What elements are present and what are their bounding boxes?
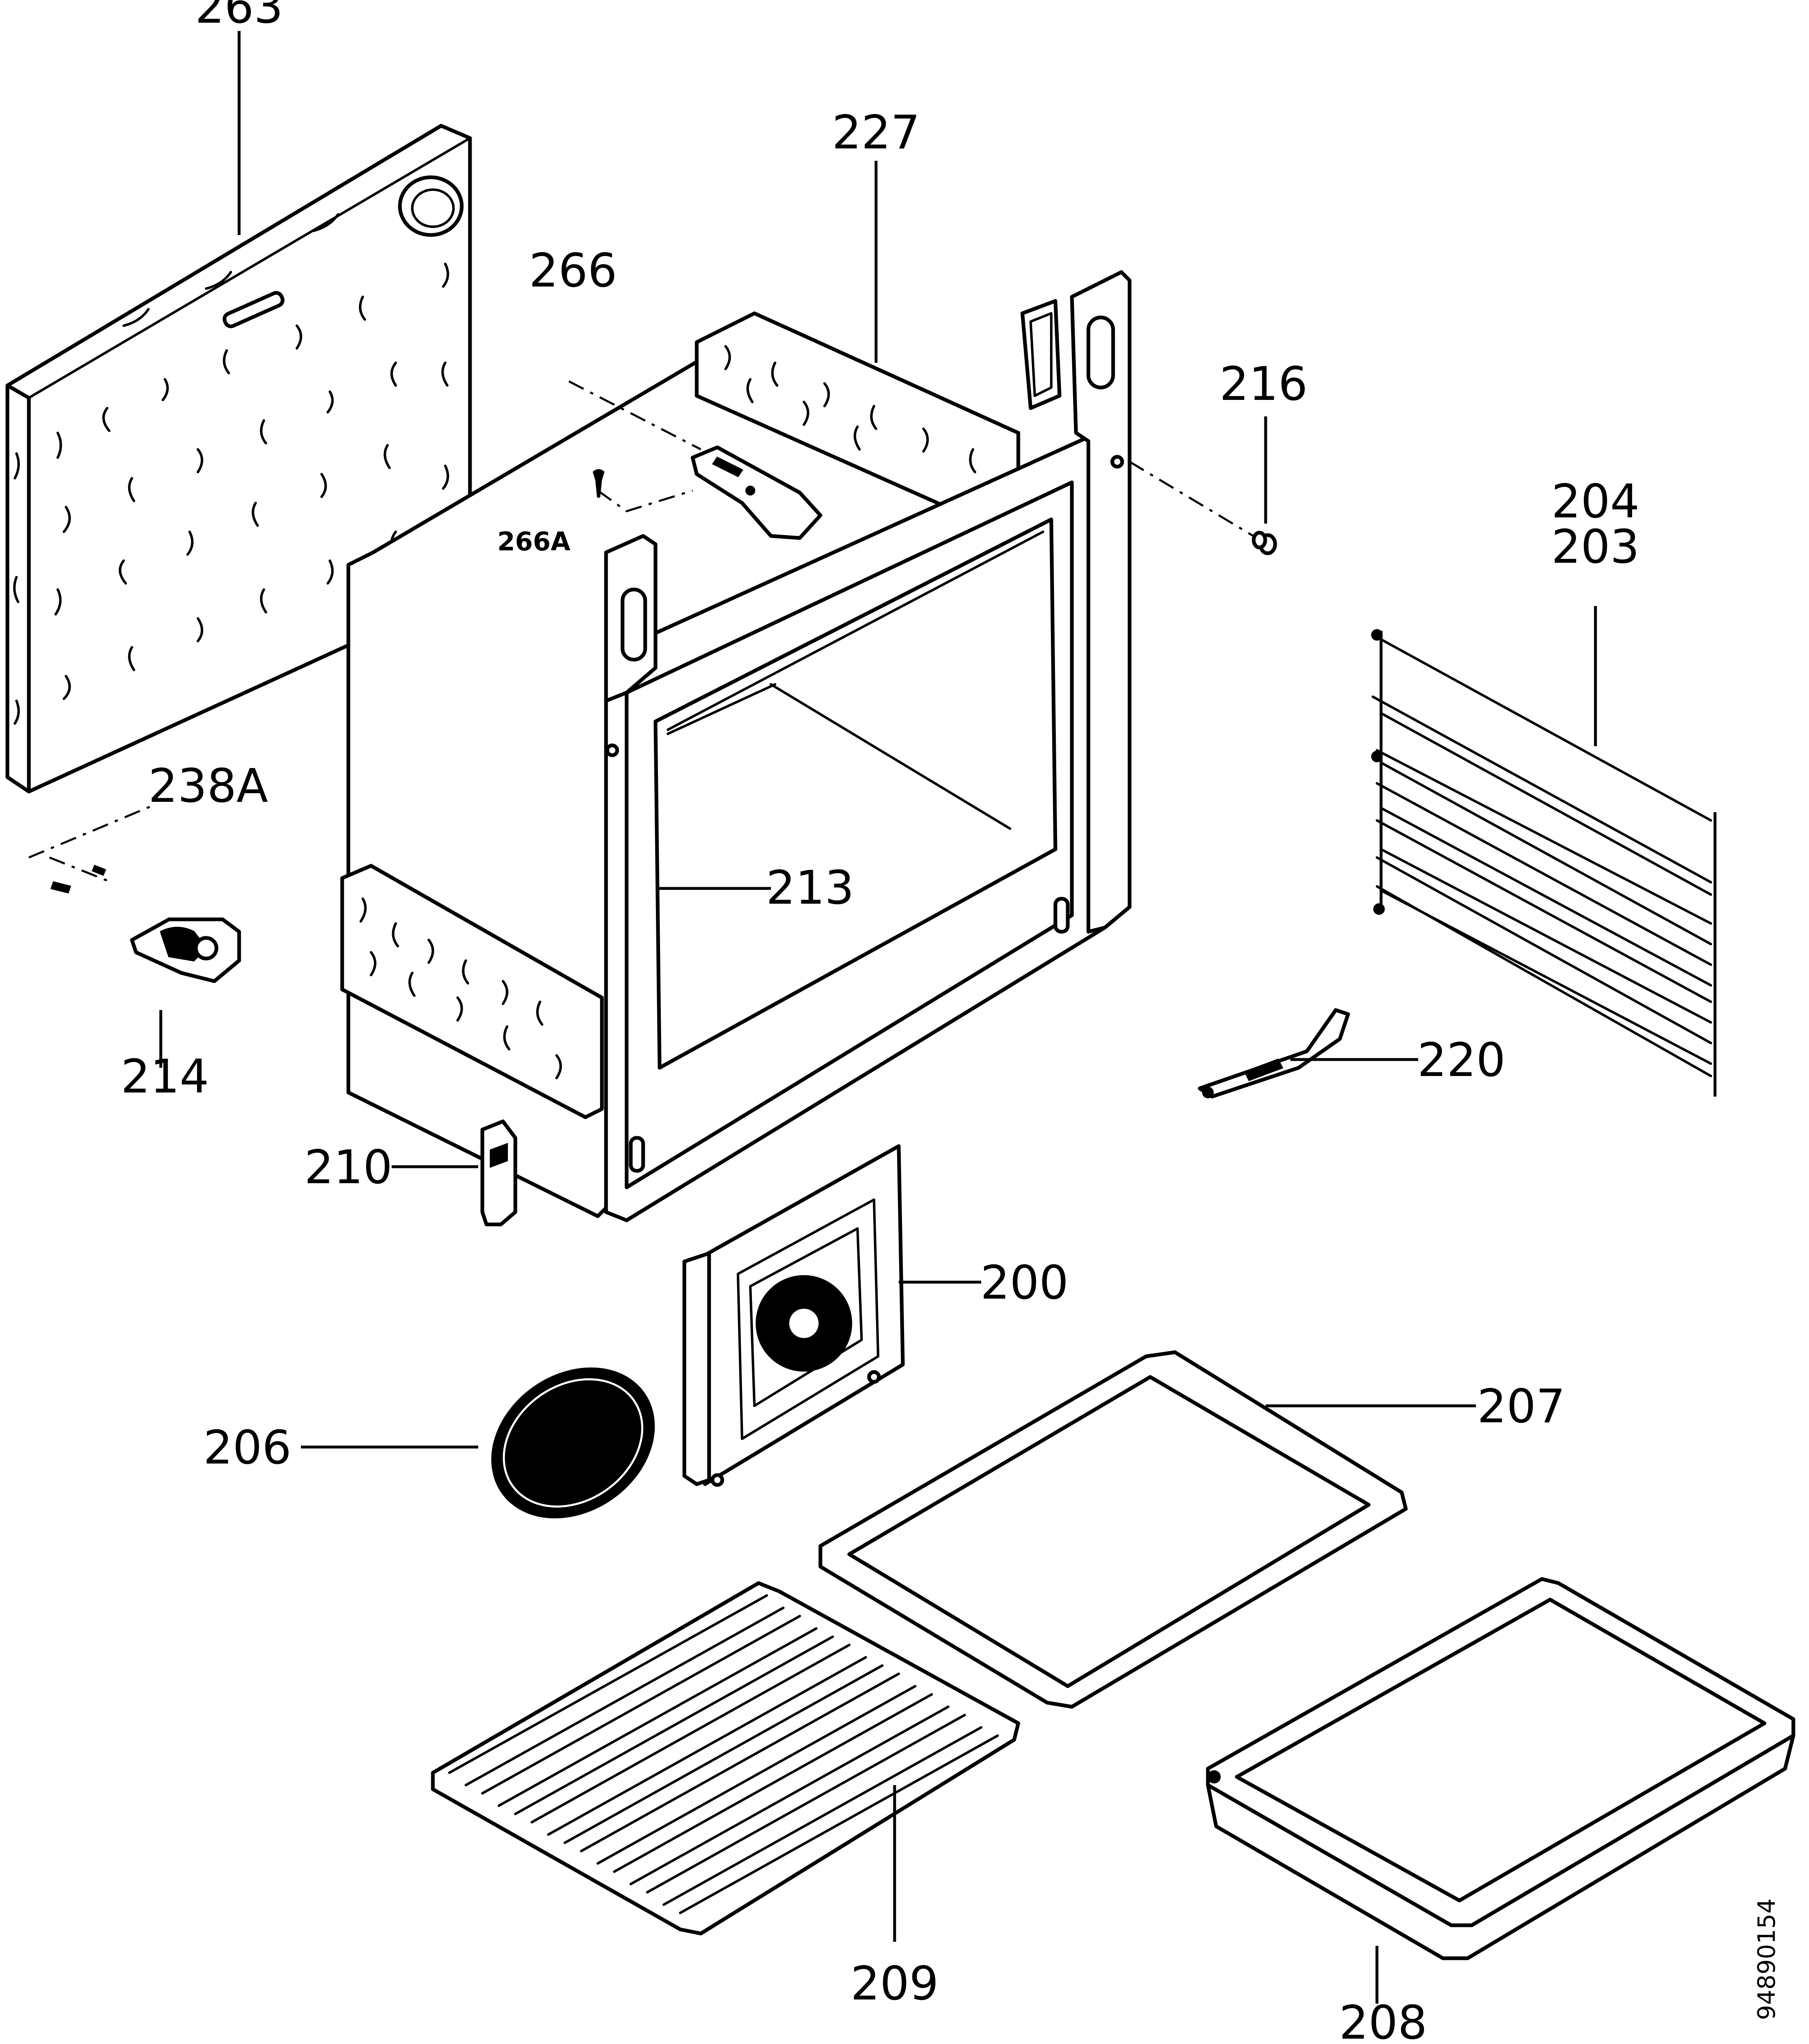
callout-210: 210 (304, 1141, 392, 1194)
hinge-220 (1198, 1008, 1418, 1099)
callout-266A: 266A (497, 526, 570, 557)
callout-209: 209 (850, 1957, 939, 2011)
callout-207: 207 (1477, 1380, 1565, 1433)
callout-208: 208 (1339, 1996, 1427, 2044)
callout-214: 214 (121, 1050, 209, 1104)
callout-238A: 238A (148, 759, 268, 813)
callout-227: 227 (832, 106, 920, 160)
drip-pan-208 (1206, 1577, 1795, 2004)
fan-unit-200 (682, 1144, 981, 1487)
lamp-holder-214 (130, 917, 241, 1068)
callout-206: 206 (203, 1421, 291, 1475)
document-id: 94890154 (1753, 1898, 1781, 2020)
callout-263: 263 (195, 0, 283, 34)
callout-213: 213 (766, 861, 854, 915)
screw-266A (592, 469, 605, 498)
shelf-support-204-203 (1371, 606, 1717, 1097)
baking-tray-207 (818, 1350, 1476, 1709)
callout-216: 216 (1219, 357, 1308, 411)
bracket-266 (568, 380, 822, 540)
oven-cavity-227 (340, 161, 1132, 1222)
latch-210 (392, 1119, 517, 1226)
callout-220: 220 (1417, 1034, 1506, 1087)
callout-203: 203 (1551, 520, 1640, 574)
screws-238A (28, 803, 157, 894)
callout-200: 200 (980, 1256, 1069, 1310)
callout-266: 266 (529, 244, 617, 298)
callout-204: 204 (1551, 475, 1640, 529)
oven-shelf-209 (431, 1581, 1020, 1942)
fan-cover-206 (301, 1367, 655, 1519)
screw-216 (1129, 416, 1277, 555)
